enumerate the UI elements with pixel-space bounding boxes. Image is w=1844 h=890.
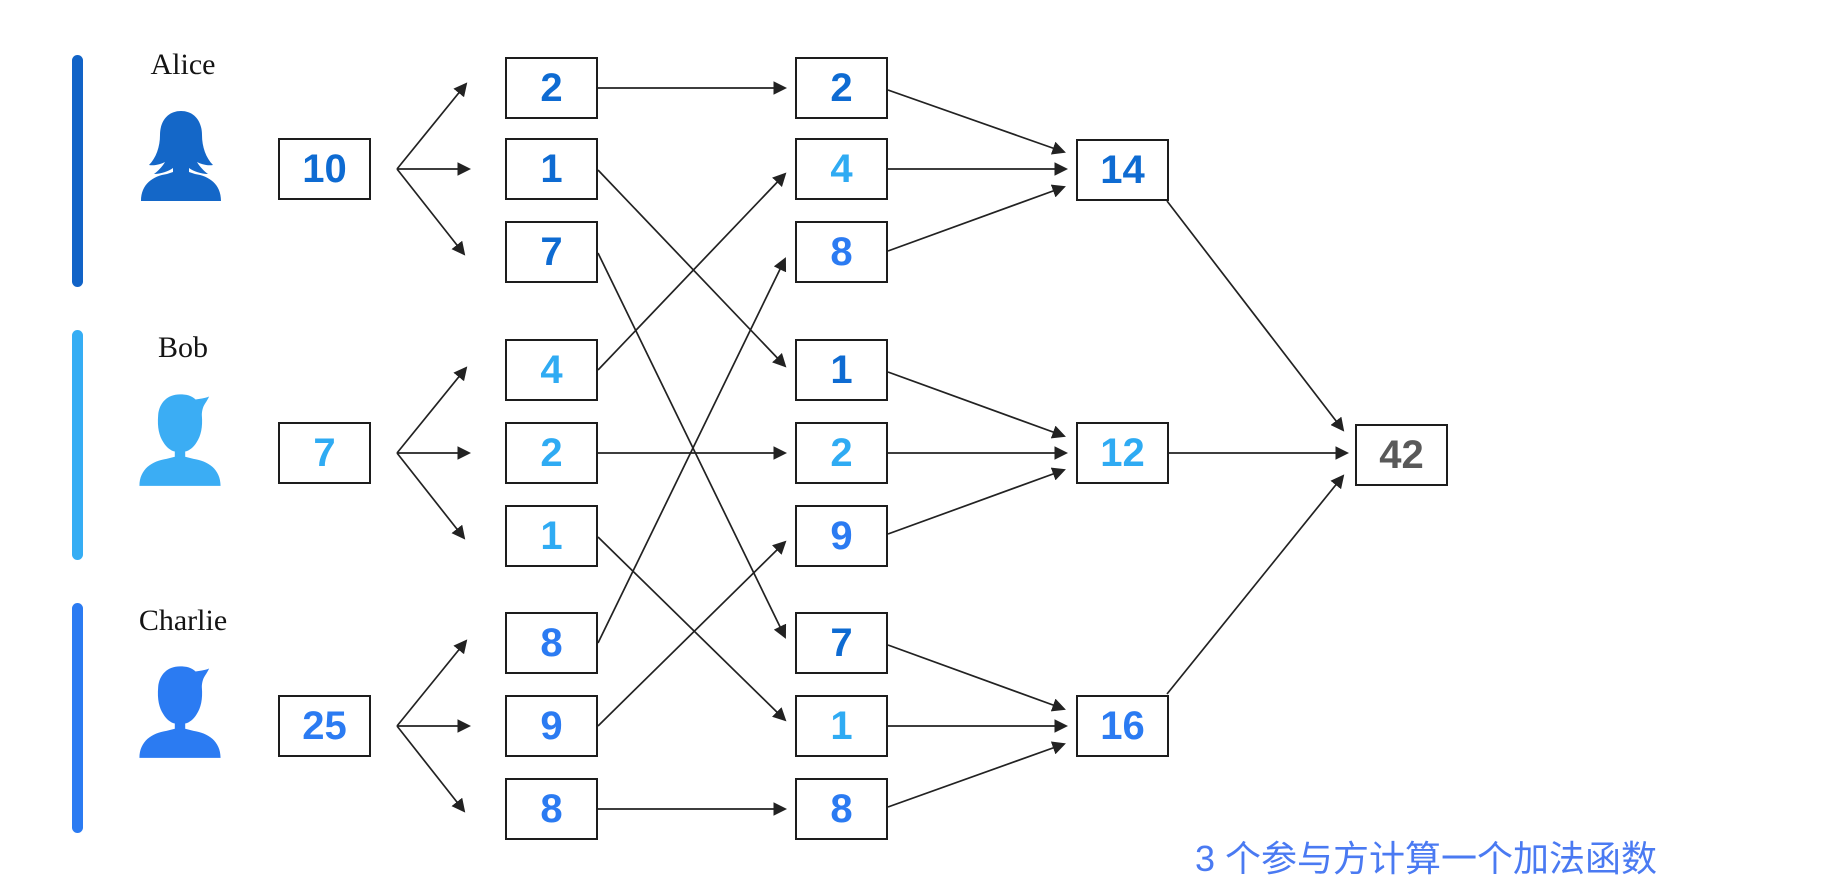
party-name-alice: Alice <box>150 48 216 81</box>
received-box-g2-bob: 2 <box>795 422 888 484</box>
party-bar-alice <box>72 55 83 287</box>
received-box-g3-alice: 7 <box>795 612 888 674</box>
sum-box-2: 12 <box>1076 422 1169 484</box>
party-bar-charlie <box>72 603 83 833</box>
result-box: 42 <box>1355 424 1448 486</box>
party-bar-bob <box>72 330 83 560</box>
received-box-g2-charlie: 9 <box>795 505 888 567</box>
party-name-bob: Bob <box>157 331 208 364</box>
share-box-bob-1: 4 <box>505 339 598 401</box>
share-box-alice-2: 1 <box>505 138 598 200</box>
caption: 3 个参与方计算一个加法函数 <box>1195 838 1658 879</box>
woman-icon <box>141 111 221 201</box>
received-box-g2-alice: 1 <box>795 339 888 401</box>
sum-box-1: 14 <box>1076 139 1169 201</box>
sum-box-3: 16 <box>1076 695 1169 757</box>
share-box-charlie-3: 8 <box>505 778 598 840</box>
share-box-bob-3: 1 <box>505 505 598 567</box>
received-box-g1-bob: 4 <box>795 138 888 200</box>
party-name-charlie: Charlie <box>138 604 228 637</box>
input-box-bob: 7 <box>278 422 371 484</box>
received-box-g1-charlie: 8 <box>795 221 888 283</box>
received-box-g1-alice: 2 <box>795 57 888 119</box>
man-icon-charlie <box>139 666 221 758</box>
received-box-g3-bob: 1 <box>795 695 888 757</box>
share-box-bob-2: 2 <box>505 422 598 484</box>
share-box-charlie-1: 8 <box>505 612 598 674</box>
man-icon-bob <box>139 394 221 486</box>
input-box-charlie: 25 <box>278 695 371 757</box>
received-box-g3-charlie: 8 <box>795 778 888 840</box>
share-box-alice-1: 2 <box>505 57 598 119</box>
share-box-charlie-2: 9 <box>505 695 598 757</box>
share-box-alice-3: 7 <box>505 221 598 283</box>
input-box-alice: 10 <box>278 138 371 200</box>
